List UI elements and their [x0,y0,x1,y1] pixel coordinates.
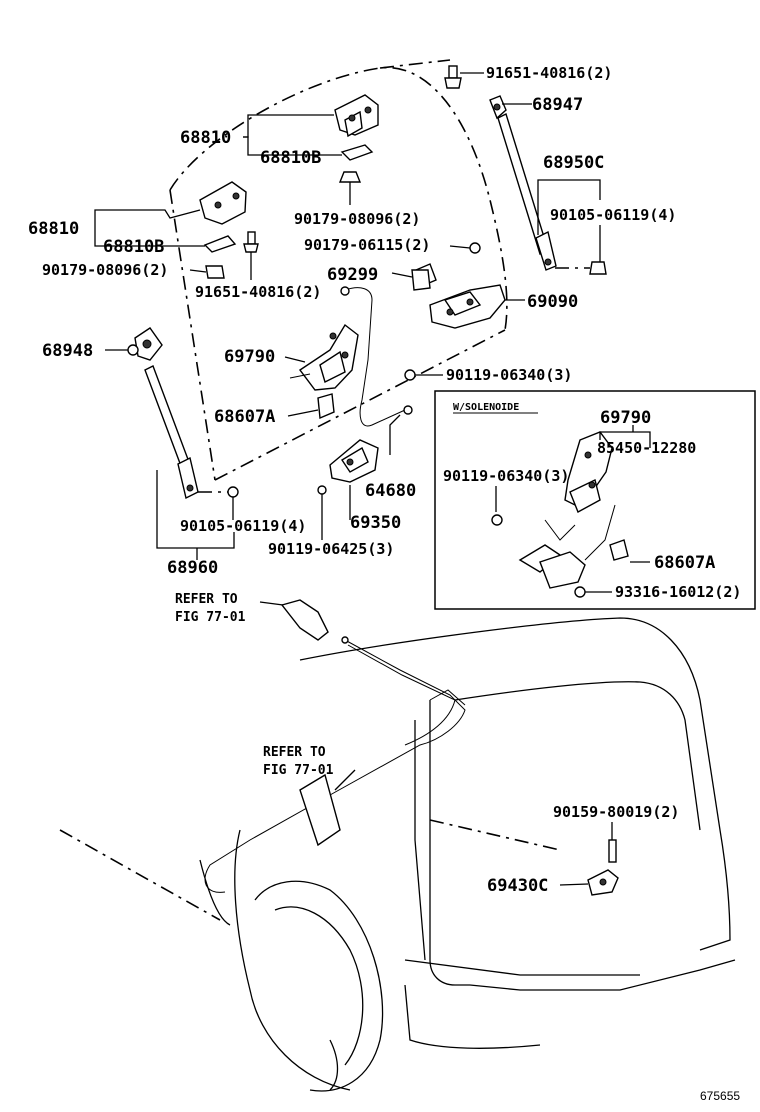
label-refer2-a: REFER TO [263,745,326,760]
label-90119-06425: 90119-06425(3) [268,540,394,558]
label-90179-08096-top: 90179-08096(2) [294,210,420,228]
hinge-68810-upper [334,94,379,161]
label-68950c: 68950C [543,153,604,173]
label-69090: 69090 [527,292,578,312]
strut-68960 [127,327,239,500]
label-inset-68607a: 68607A [654,553,715,573]
label-inset-93316: 93316-16012(2) [615,583,741,601]
label-68947: 68947 [532,95,583,115]
lock-69790 [289,323,359,420]
label-69299: 69299 [327,265,378,285]
label-91651-left: 91651-40816(2) [195,283,321,301]
leader-lines [94,72,613,886]
label-91651-top: 91651-40816(2) [486,64,612,82]
label-refer2-b: FIG 77-01 [263,763,334,778]
label-68810b-top: 68810B [260,148,321,168]
label-90105-06119-bottom: 90105-06119(4) [180,517,306,535]
diagram-id: 675655 [700,1089,740,1103]
hinge-68810-left [199,181,259,279]
bolt-91651-top [444,65,462,89]
cable-69299 [340,269,431,427]
label-inset-title: W/SOLENOIDE [453,402,519,413]
release-cable [204,599,466,893]
label-refer1-a: REFER TO [175,592,238,607]
label-68960: 68960 [167,558,218,578]
back-door-outline [169,59,508,481]
label-69350: 69350 [350,513,401,533]
label-refer1-b: FIG 77-01 [175,610,246,625]
label-68607a: 68607A [214,407,275,427]
nut-90179-top [338,171,362,183]
label-68810b-left: 68810B [103,237,164,257]
label-64680: 64680 [365,481,416,501]
label-90105-06119-top: 90105-06119(4) [550,206,676,224]
label-68948: 68948 [42,341,93,361]
label-90119-06340: 90119-06340(3) [446,366,572,384]
label-69430c: 69430C [487,876,548,896]
part-labels: 91651-40816(2) 68947 68810 68810B 68950C… [28,64,741,1103]
label-inset-90119: 90119-06340(3) [443,467,569,485]
label-inset-69790: 69790 [600,408,651,428]
label-inset-85450: 85450-12280 [597,439,696,457]
label-90159: 90159-80019(2) [553,803,679,821]
part-69430c [587,839,619,896]
label-69790: 69790 [224,347,275,367]
label-90179-08096-left: 90179-08096(2) [42,261,168,279]
vehicle-body [59,617,736,1092]
strut-68950c [489,95,607,275]
inset-solenoid [434,390,756,610]
label-68810-top: 68810 [180,128,231,148]
label-90179-06115: 90179-06115(2) [304,236,430,254]
label-68810-left: 68810 [28,219,79,239]
